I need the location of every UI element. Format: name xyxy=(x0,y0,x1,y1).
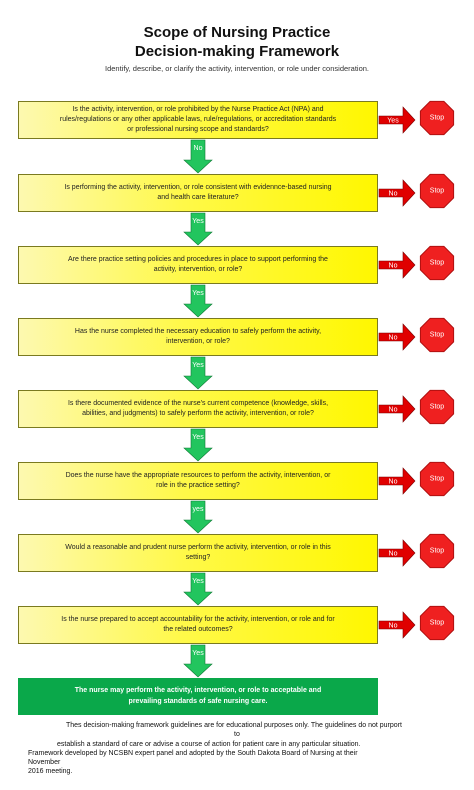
stop-sign-icon xyxy=(419,100,455,136)
stop-label: Stop xyxy=(430,188,445,195)
side-arrow xyxy=(378,395,416,423)
side-arrow-label: No xyxy=(389,407,398,414)
stop-label: Stop xyxy=(430,115,445,122)
question-box: Is the nurse prepared to accept accounta… xyxy=(18,606,378,644)
stop-sign-icon xyxy=(419,533,455,569)
stop-label: Stop xyxy=(430,476,445,483)
side-arrow-label: No xyxy=(389,479,398,486)
stop-label: Stop xyxy=(430,620,445,627)
question-box: Does the nurse have the appropriate reso… xyxy=(18,462,378,500)
footer-line: 2016 meeting. xyxy=(28,768,73,775)
stop-sign-icon xyxy=(419,605,455,641)
question-box: Has the nurse completed the necessary ed… xyxy=(18,318,378,356)
question-text: Is there documented evidence of the nurs… xyxy=(67,399,329,417)
question-text: Is performing the activity, intervention… xyxy=(64,183,332,201)
question-box: Would a reasonable and prudent nurse per… xyxy=(18,534,378,572)
side-arrow xyxy=(378,251,416,279)
down-arrow-label: Yes xyxy=(192,218,204,225)
stop-label: Stop xyxy=(430,260,445,267)
question-text: Does the nurse have the appropriate reso… xyxy=(65,471,331,489)
stop-sign-icon xyxy=(419,317,455,353)
side-arrow-label: No xyxy=(389,551,398,558)
question-box: Is the activity, intervention, or role p… xyxy=(18,101,378,139)
down-arrow-label: yes xyxy=(193,506,204,513)
footer-line: Thes decision-making framework guideline… xyxy=(66,722,402,729)
footer-line: establish a standard of care or advise a… xyxy=(57,741,361,748)
final-outcome-text: The nurse may perform the activity, inte… xyxy=(74,687,322,705)
down-arrow-label: No xyxy=(194,145,203,152)
down-arrow-label: Yes xyxy=(192,434,204,441)
page-title: Scope of Nursing Practice xyxy=(143,24,331,41)
stop-label: Stop xyxy=(430,332,445,339)
stop-sign-icon xyxy=(419,389,455,425)
side-arrow xyxy=(378,611,416,639)
down-arrow-label: Yes xyxy=(192,650,204,657)
side-arrow xyxy=(378,323,416,351)
side-arrow-label: No xyxy=(389,263,398,270)
question-box: Are there practice setting policies and … xyxy=(18,246,378,284)
stop-label: Stop xyxy=(430,404,445,411)
question-text: Are there practice setting policies and … xyxy=(68,255,328,273)
down-arrow xyxy=(183,212,213,246)
down-arrow xyxy=(183,139,213,174)
side-arrow-label: No xyxy=(389,623,398,630)
question-box: Is performing the activity, intervention… xyxy=(18,174,378,212)
question-text: Has the nurse completed the necessary ed… xyxy=(74,327,322,345)
down-arrow xyxy=(183,428,213,462)
side-arrow-label: No xyxy=(389,335,398,342)
down-arrow xyxy=(183,572,213,606)
page-title-line-2: Decision-making Framework xyxy=(134,43,340,60)
stop-sign-icon xyxy=(419,245,455,281)
down-arrow xyxy=(183,644,213,678)
down-arrow xyxy=(183,356,213,390)
footer-line: Framework developed by NCSBN expert pane… xyxy=(28,750,358,757)
footer-line: to xyxy=(234,731,240,738)
side-arrow xyxy=(378,467,416,495)
side-arrow xyxy=(378,539,416,567)
down-arrow-label: Yes xyxy=(192,290,204,297)
side-arrow-label: Yes xyxy=(387,118,399,125)
question-text: Is the activity, intervention, or role p… xyxy=(59,105,337,134)
side-arrow xyxy=(378,179,416,207)
stop-sign-icon xyxy=(419,173,455,209)
side-arrow xyxy=(378,106,416,134)
final-outcome-box: The nurse may perform the activity, inte… xyxy=(18,678,378,715)
down-arrow xyxy=(183,500,213,534)
question-text: Is the nurse prepared to accept accounta… xyxy=(61,615,335,633)
question-box: Is there documented evidence of the nurs… xyxy=(18,390,378,428)
side-arrow-label: No xyxy=(389,191,398,198)
footer-line: November xyxy=(28,759,61,766)
question-text: Would a reasonable and prudent nurse per… xyxy=(65,543,331,561)
page-subtitle: Identify, describe, or clarify the activ… xyxy=(104,64,370,73)
down-arrow-label: Yes xyxy=(192,578,204,585)
down-arrow-label: Yes xyxy=(192,362,204,369)
stop-sign-icon xyxy=(419,461,455,497)
stop-label: Stop xyxy=(430,548,445,555)
down-arrow xyxy=(183,284,213,318)
